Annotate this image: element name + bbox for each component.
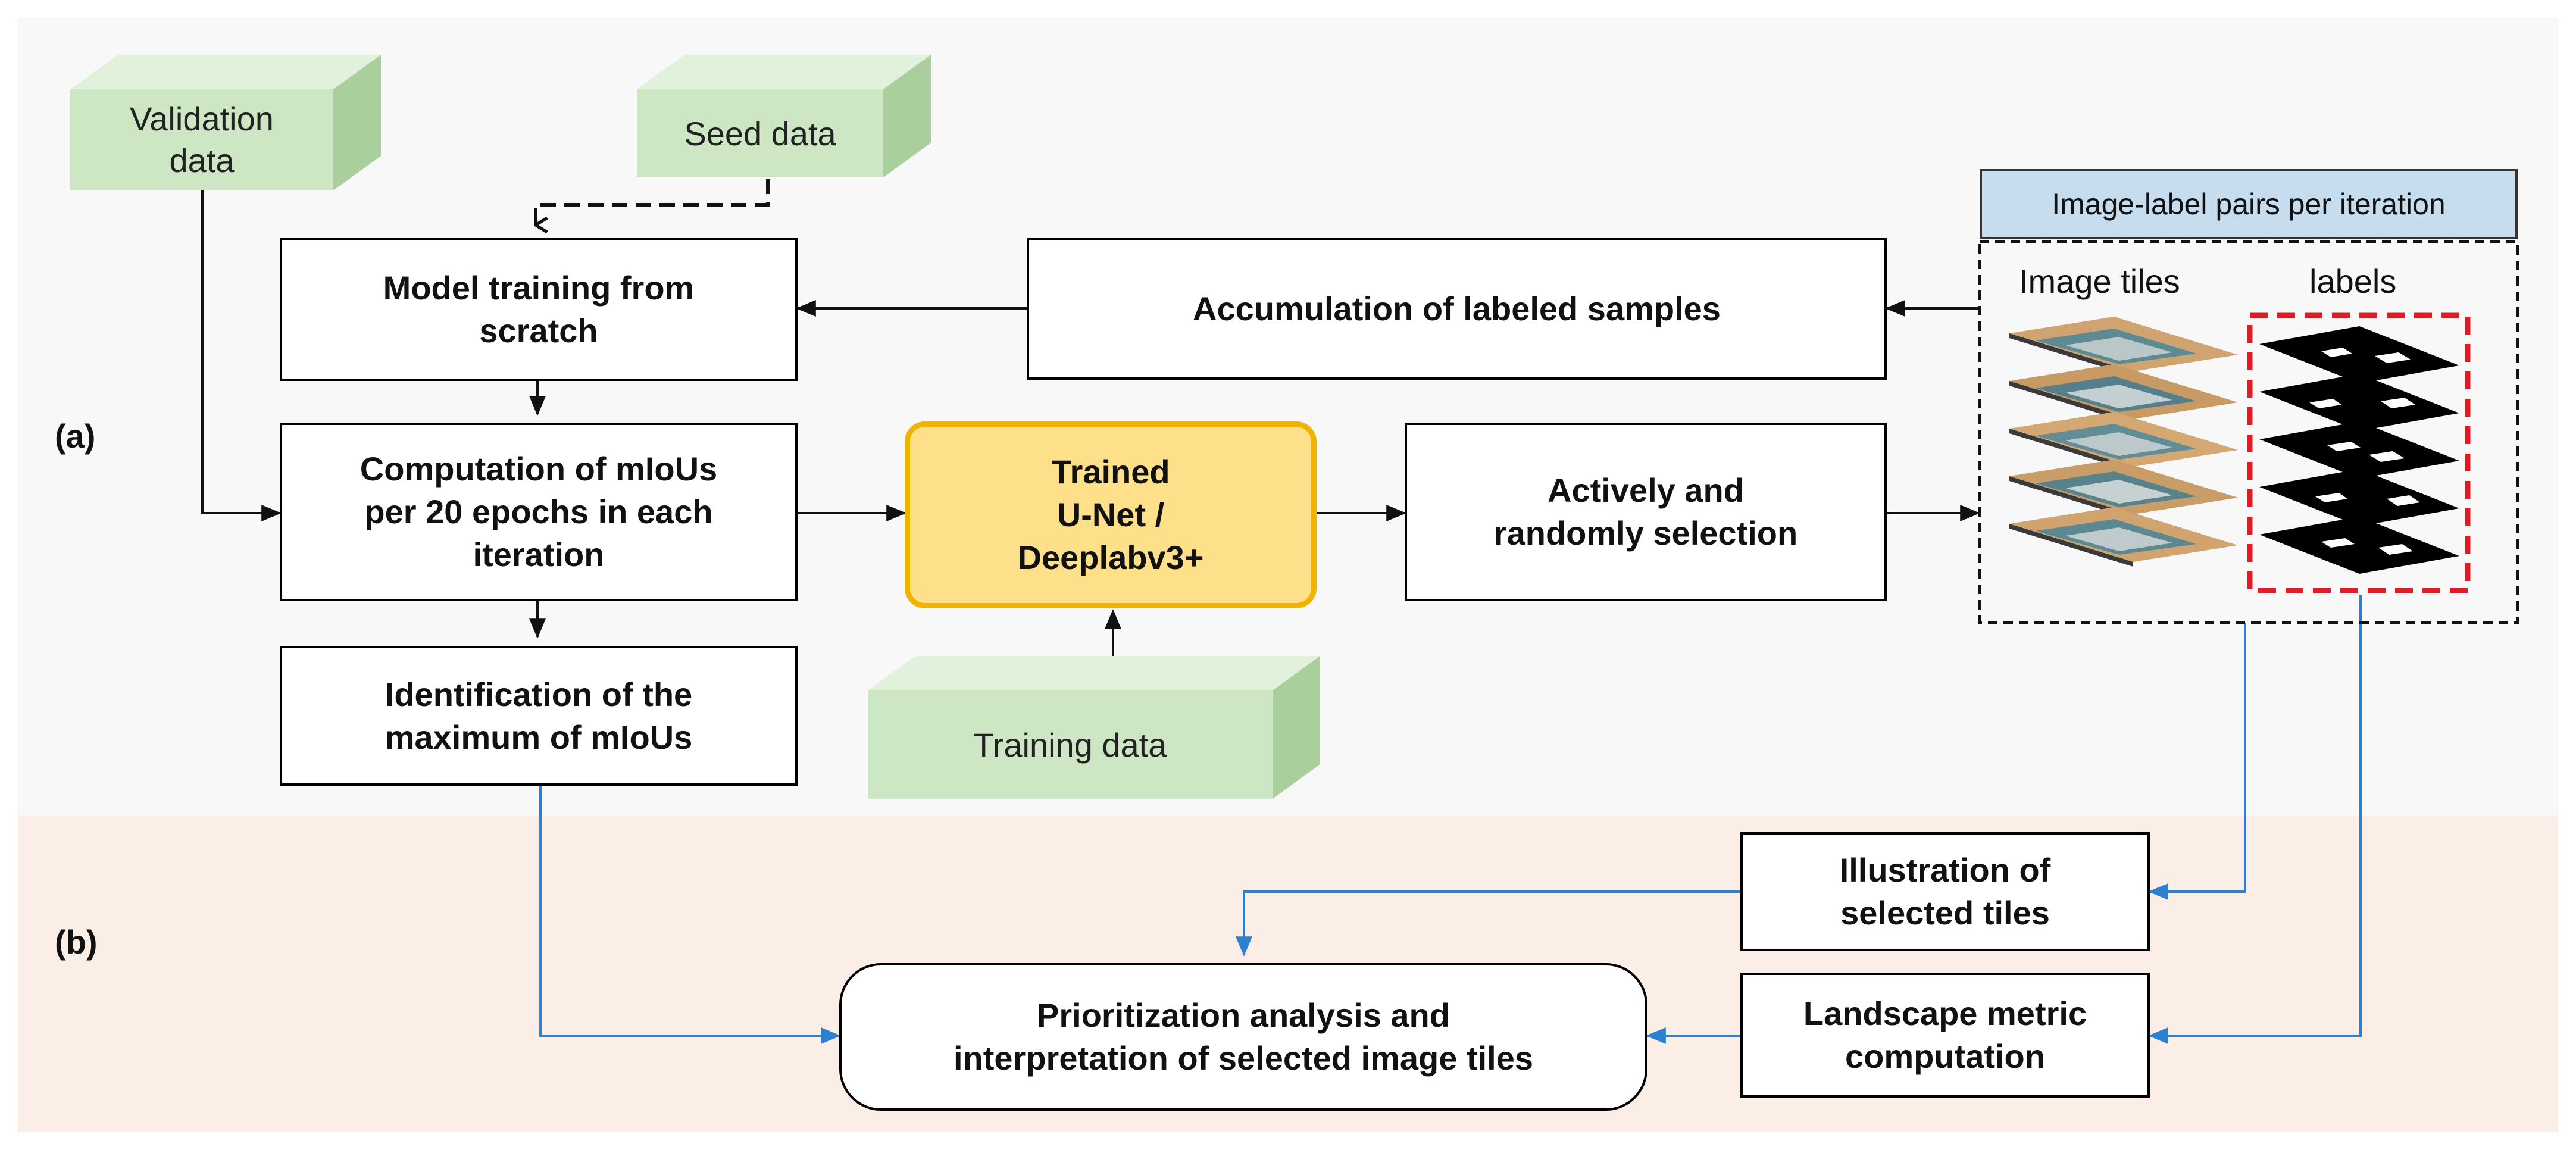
accumulation-box: Accumulation of labeled samples	[1027, 238, 1887, 380]
identification-box: Identification of the maximum of mIoUs	[280, 646, 798, 786]
illustration-box: Illustration of selected tiles	[1740, 832, 2150, 951]
labels-caption: labels	[2309, 262, 2397, 300]
arrow-seed-to-training	[534, 179, 770, 225]
arrow-identification-to-prioritization	[539, 786, 841, 1044]
seed-data-label: Seed data	[684, 114, 836, 152]
arrow-validation-to-computation	[201, 190, 282, 521]
arrow-image-tiles-to-illustration	[2148, 623, 2246, 900]
selection-box: Actively and randomly selection	[1405, 423, 1887, 601]
model-training-box: Model training from scratch	[280, 238, 798, 381]
pairs-header: Image-label pairs per iteration	[1980, 169, 2518, 239]
pairs-container	[1978, 240, 2519, 624]
panel-a-label: (a)	[55, 417, 96, 455]
trained-model-box: Trained U-Net / Deeplabv3+	[905, 421, 1317, 608]
image-tiles-caption: Image tiles	[2019, 262, 2180, 300]
label-tile-stack	[2259, 326, 2459, 574]
validation-data-label: Validation data	[130, 100, 274, 179]
arrow-labels-to-landscape	[2148, 595, 2362, 1044]
image-tile-stack	[2009, 317, 2238, 567]
training-data-label: Training data	[973, 726, 1167, 764]
seed-data-block	[637, 55, 931, 177]
validation-data-block	[70, 55, 381, 190]
arrow-illustration-to-prioritization	[1236, 890, 1740, 957]
landscape-box: Landscape metric computation	[1740, 973, 2150, 1098]
computation-box: Computation of mIoUs per 20 epochs in ea…	[280, 423, 798, 601]
panel-b-label: (b)	[55, 923, 98, 961]
training-data-block	[868, 656, 1320, 799]
prioritization-box: Prioritization analysis and interpretati…	[839, 963, 1647, 1111]
